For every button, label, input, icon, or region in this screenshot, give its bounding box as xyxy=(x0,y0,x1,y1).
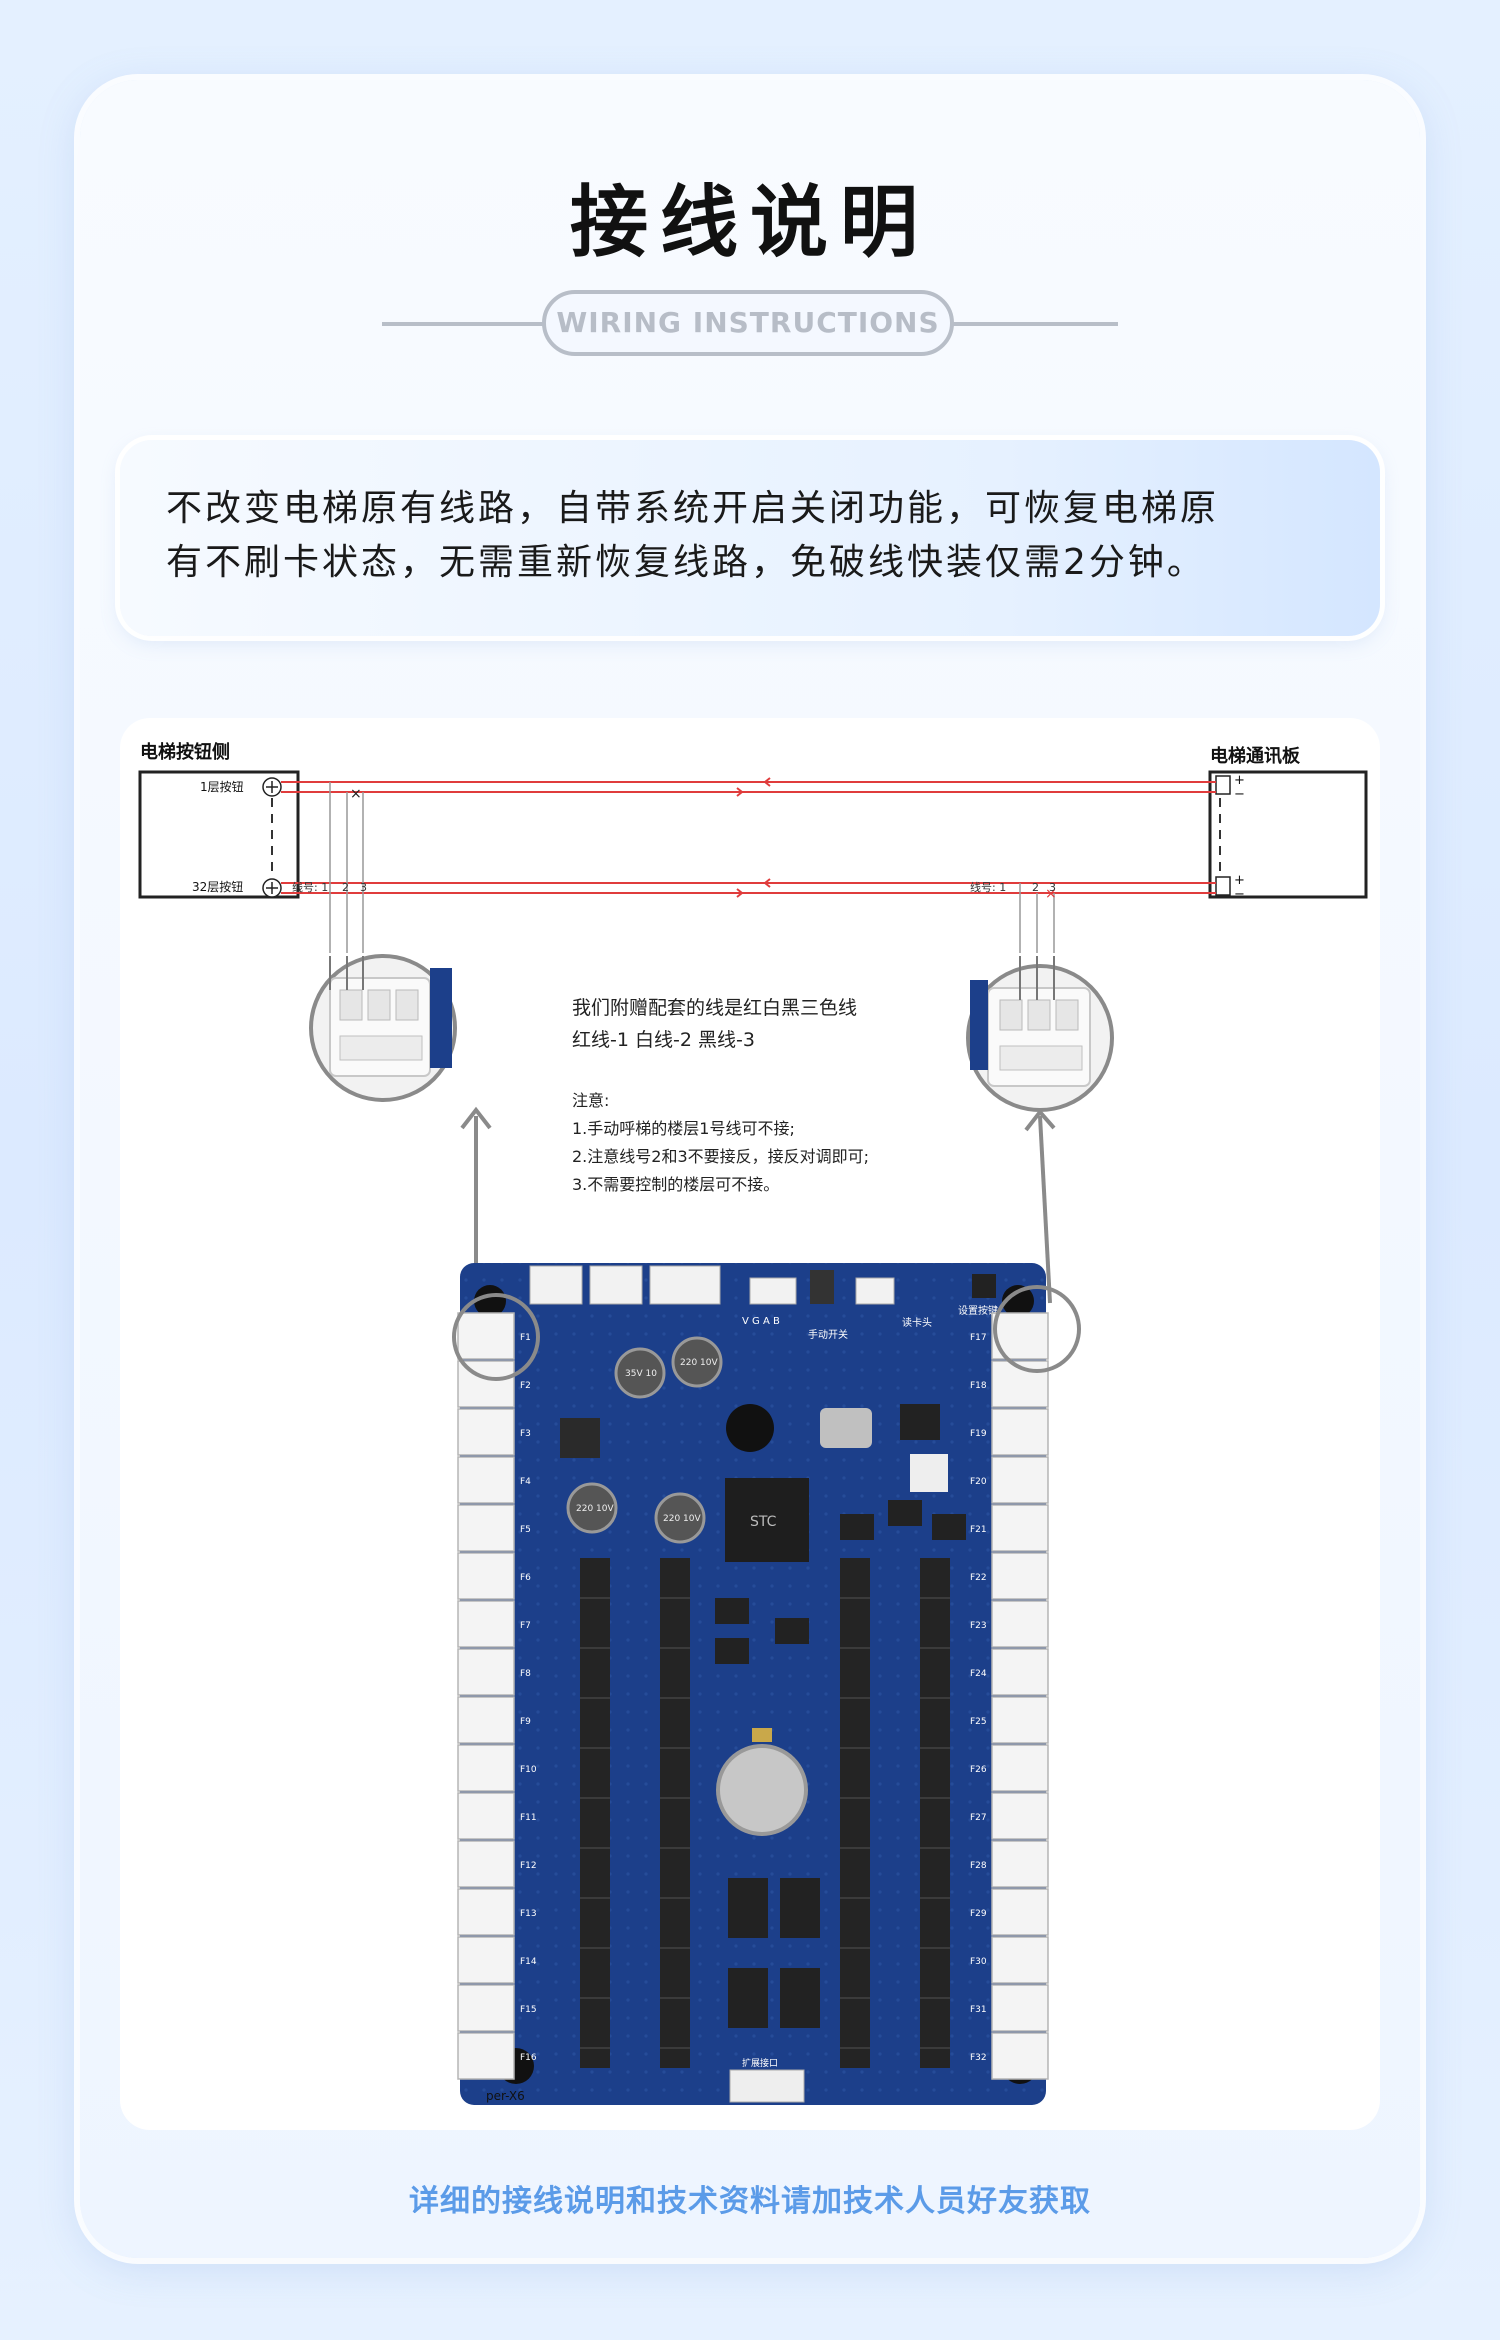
svg-text:F17: F17 xyxy=(970,1333,987,1343)
subtitle-line-left xyxy=(382,322,544,326)
svg-text:F18: F18 xyxy=(970,1381,987,1391)
button-label-top: 1层按钮 xyxy=(200,779,244,794)
svg-text:F31: F31 xyxy=(970,2005,987,2015)
svg-text:F25: F25 xyxy=(970,1717,987,1727)
description-line-1: 不改变电梯原有线路，自带系统开启关闭功能，可恢复电梯原 xyxy=(166,488,1220,529)
svg-text:F29: F29 xyxy=(970,1909,987,1919)
svg-text:F22: F22 xyxy=(970,1573,987,1583)
coin-battery xyxy=(716,1744,808,1836)
controller-board: V G A B 手动开关 读卡头 设置按键 35V 10 220 10V 220… xyxy=(452,1263,1081,2105)
svg-text:F21: F21 xyxy=(970,1525,987,1535)
right-terminal-strip xyxy=(991,1312,1049,2080)
cap-label-1: 35V 10 xyxy=(625,1369,657,1379)
comm-board-box xyxy=(1208,770,1368,899)
minus-bottom: − xyxy=(1234,887,1245,902)
zoom-circle-right xyxy=(966,956,1114,1112)
svg-text:F5: F5 xyxy=(520,1525,531,1535)
plus-top: + xyxy=(1234,773,1245,788)
svg-text:F26: F26 xyxy=(970,1765,987,1775)
description-line-2: 有不刷卡状态，无需重新恢复线路，免破线快装仅需2分钟。 xyxy=(166,542,1206,583)
note-2: 2.注意线号2和3不要接反，接反对调即可; xyxy=(572,1147,869,1166)
board-setting-button: 设置按键 xyxy=(958,1304,998,1317)
wire-no-left: 线号: 1 xyxy=(292,880,328,894)
svg-text:F1: F1 xyxy=(520,1333,531,1343)
page-title: 接线说明 xyxy=(569,178,930,268)
note-line-1: 我们附赠配套的线是红白黑三色线 xyxy=(572,997,857,1019)
svg-text:F6: F6 xyxy=(520,1573,531,1583)
subtitle-pill: WIRING INSTRUCTIONS xyxy=(542,290,954,356)
wiring-diagram: 电梯按钮侧 1层按钮 32层按钮 电梯通讯板 + − + − xyxy=(120,718,1380,2130)
red-wires xyxy=(281,777,1216,898)
cut-mark-right: × xyxy=(1045,886,1057,902)
svg-text:F16: F16 xyxy=(520,2053,537,2063)
wiring-diagram-svg: 电梯按钮侧 1层按钮 32层按钮 电梯通讯板 + − + − xyxy=(138,741,1368,2105)
left-wire-taps xyxy=(329,782,364,953)
right-wire-taps xyxy=(1019,883,1055,953)
svg-text:F2: F2 xyxy=(520,1381,531,1391)
svg-text:F4: F4 xyxy=(520,1477,531,1487)
mcu-chip xyxy=(725,1478,809,1562)
svg-text:F28: F28 xyxy=(970,1861,987,1871)
board-manual-switch: 手动开关 xyxy=(808,1328,848,1341)
notes-text: 我们附赠配套的线是红白黑三色线 红线-1 白线-2 黑线-3 注意: 1.手动呼… xyxy=(572,997,869,1194)
svg-text:F13: F13 xyxy=(520,1909,537,1919)
minus-top: − xyxy=(1234,787,1245,802)
right-panel-title: 电梯通讯板 xyxy=(1210,745,1301,767)
svg-text:F24: F24 xyxy=(970,1669,987,1679)
wire-2-left: 2 xyxy=(342,881,349,894)
board-model: per-X6 xyxy=(486,2089,525,2103)
svg-text:F20: F20 xyxy=(970,1477,987,1487)
terminal-top xyxy=(1215,775,1231,795)
terminal-bottom xyxy=(1215,876,1231,896)
left-floor-labels: F1 F2 F3 F4 F5 F6 F7 F8 F9 F10 F11 F12 F… xyxy=(520,1333,537,2063)
wire-3-left: 3 xyxy=(360,881,367,894)
right-floor-labels: F17 F18 F19 F20 F21 F22 F23 F24 F25 F26 … xyxy=(970,1333,987,2063)
board-highlight-left xyxy=(452,1293,540,1381)
wire-2-right: 2 xyxy=(1032,881,1039,894)
bottom-connector-label: 扩展接口 xyxy=(742,2057,778,2069)
board-vgab: V G A B xyxy=(742,1316,780,1327)
button-side-box xyxy=(138,770,300,899)
svg-text:F14: F14 xyxy=(520,1957,537,1967)
subtitle-line-right xyxy=(952,322,1118,326)
board-highlight-right xyxy=(993,1285,1081,1373)
description-box: 不改变电梯原有线路，自带系统开启关闭功能，可恢复电梯原 有不刷卡状态，无需重新恢… xyxy=(120,440,1380,636)
svg-text:F7: F7 xyxy=(520,1621,531,1631)
svg-text:F30: F30 xyxy=(970,1957,987,1967)
cap-label-3: 220 10V xyxy=(576,1504,614,1514)
plus-bottom: + xyxy=(1234,873,1245,888)
cap-label-2: 220 10V xyxy=(680,1358,718,1368)
mcu-label: STC xyxy=(750,1514,777,1530)
note-title: 注意: xyxy=(572,1091,609,1110)
wire-no-right: 线号: 1 xyxy=(970,880,1006,894)
left-terminal-strip xyxy=(457,1312,515,2080)
zoom-circle-left xyxy=(309,954,457,1102)
note-3: 3.不需要控制的楼层可不接。 xyxy=(572,1175,779,1194)
svg-text:F10: F10 xyxy=(520,1765,537,1775)
footer-note: 详细的接线说明和技术资料请加技术人员好友获取 xyxy=(409,2184,1091,2219)
button-label-bottom: 32层按钮 xyxy=(192,879,243,894)
svg-text:F27: F27 xyxy=(970,1813,987,1823)
cut-mark-left: × xyxy=(350,786,362,802)
svg-text:F32: F32 xyxy=(970,2053,987,2063)
svg-text:F9: F9 xyxy=(520,1717,531,1727)
left-panel-title: 电梯按钮侧 xyxy=(140,741,230,763)
svg-text:F3: F3 xyxy=(520,1429,531,1439)
svg-text:F23: F23 xyxy=(970,1621,987,1631)
svg-text:F19: F19 xyxy=(970,1429,987,1439)
svg-text:F12: F12 xyxy=(520,1861,537,1871)
svg-text:F15: F15 xyxy=(520,2005,537,2015)
note-1: 1.手动呼梯的楼层1号线可不接; xyxy=(572,1119,795,1138)
svg-text:F11: F11 xyxy=(520,1813,537,1823)
cap-label-4: 220 10V xyxy=(663,1514,701,1524)
note-line-2: 红线-1 白线-2 黑线-3 xyxy=(572,1029,755,1051)
board-reader: 读卡头 xyxy=(902,1316,932,1329)
svg-text:F8: F8 xyxy=(520,1669,531,1679)
wire-3-right: 3 xyxy=(1049,881,1056,894)
